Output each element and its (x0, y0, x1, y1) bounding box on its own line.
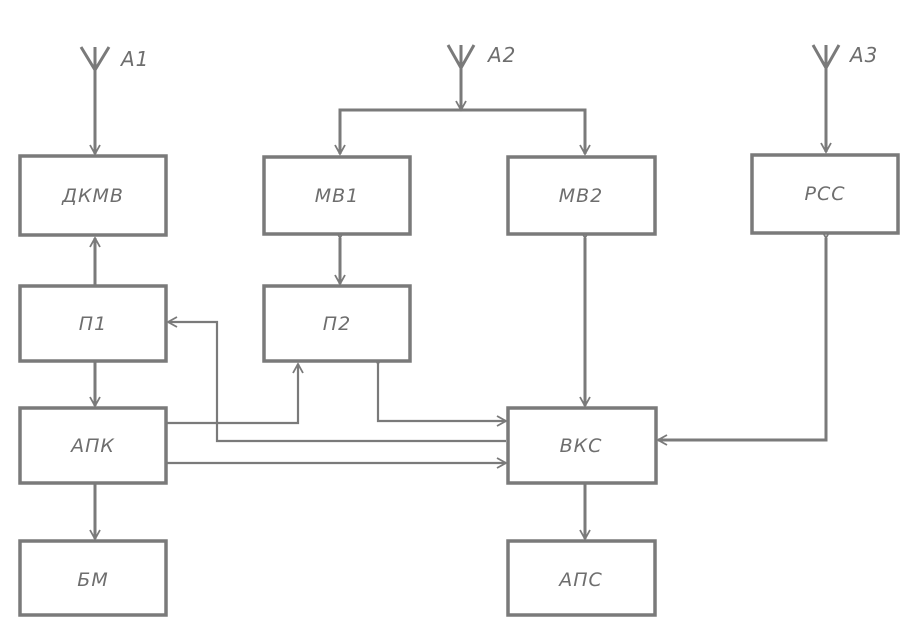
line-a2-mv2 (461, 108, 591, 156)
line-p2-vks (372, 354, 508, 427)
block-vks-label: ВКС (560, 435, 603, 457)
block-mv2: МВ2 (506, 155, 657, 236)
line-apk-p2 (158, 362, 304, 429)
block-mv2-label: МВ2 (559, 185, 604, 207)
block-p2-label: П2 (323, 313, 351, 335)
antenna-a3-icon (811, 44, 841, 72)
block-mv1: МВ1 (262, 155, 412, 236)
antenna-a2-icon (446, 44, 476, 72)
connections (89, 68, 832, 541)
block-rss-label: РСС (805, 183, 846, 205)
block-rss: РСС (750, 153, 900, 235)
block-apk: АПК (18, 406, 168, 485)
block-bm: БМ (18, 539, 168, 617)
block-aps-label: АПС (557, 569, 603, 591)
block-p1: П1 (18, 284, 168, 363)
block-aps: АПС (506, 539, 657, 617)
antenna-a1-icon (79, 46, 111, 73)
antenna-a2-label: A2 (486, 43, 516, 67)
block-mv1-label: МВ1 (315, 185, 360, 207)
block-apk-label: АПК (69, 435, 115, 457)
block-p1-label: П1 (79, 313, 107, 335)
block-vks: ВКС (506, 406, 658, 485)
block-p2: П2 (262, 284, 412, 363)
antenna-a1-label: A1 (119, 47, 149, 71)
block-bm-label: БМ (77, 569, 108, 591)
line-rss-vks (656, 228, 832, 446)
block-dkmv-label: ДКМВ (61, 185, 124, 207)
line-a2-mv1 (334, 108, 461, 156)
block-dkmv: ДКМВ (18, 154, 168, 237)
antenna-a3-label: A3 (848, 43, 878, 67)
